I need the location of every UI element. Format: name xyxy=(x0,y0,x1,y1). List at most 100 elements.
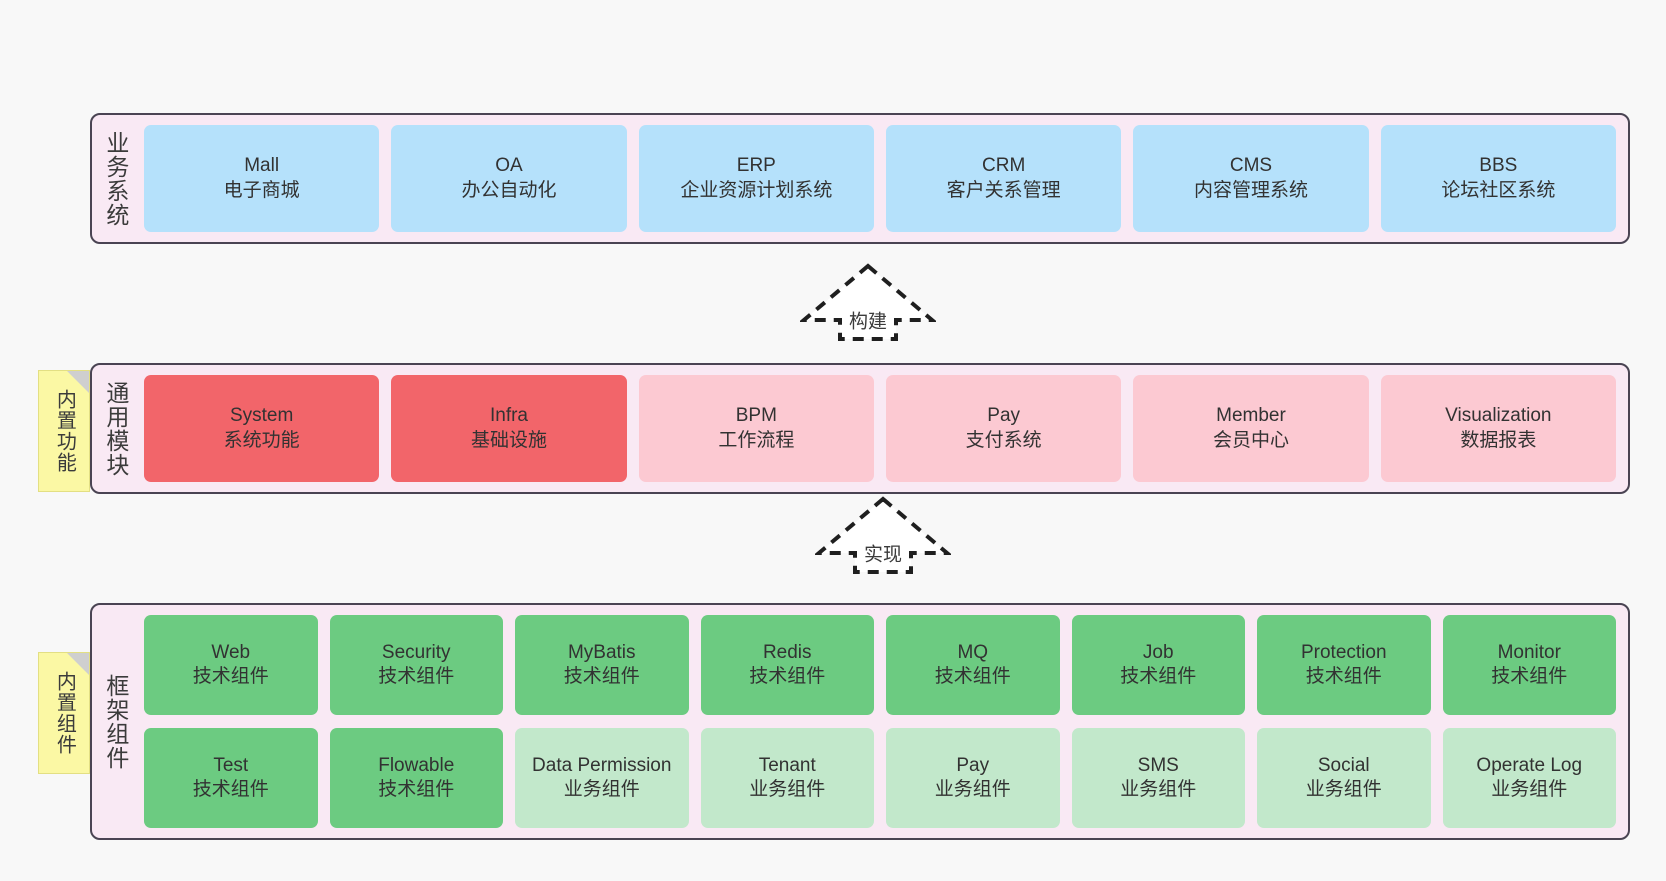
module-box-title: BBS xyxy=(1479,155,1518,177)
component-box-web[interactable]: Web 技术组件 xyxy=(144,615,318,715)
module-box-crm[interactable]: CRM 客户关系管理 xyxy=(885,125,1122,232)
module-box-subtitle: 办公自动化 xyxy=(461,179,557,201)
layer-common-modules: 通用模块 System 系统功能 Infra 基础设施 BPM 工作流程 Pay… xyxy=(90,363,1630,494)
module-box-subtitle: 基础设施 xyxy=(470,429,547,451)
component-box-title: Protection xyxy=(1300,641,1387,663)
module-box-oa[interactable]: OA 办公自动化 xyxy=(391,125,627,232)
component-box-mq[interactable]: MQ 技术组件 xyxy=(886,615,1060,715)
sticky-note-label: 内置功能 xyxy=(53,389,76,473)
component-box-data-permission[interactable]: Data Permission 业务组件 xyxy=(515,728,689,828)
component-box-subtitle: 技术组件 xyxy=(1120,666,1197,687)
component-box-subtitle: 业务组件 xyxy=(1491,779,1568,800)
module-box-title: BPM xyxy=(735,405,777,427)
sticky-note-builtin-components: 内置组件 xyxy=(38,652,90,774)
component-box-subtitle: 业务组件 xyxy=(749,779,826,800)
component-box-subtitle: 技术组件 xyxy=(749,666,826,687)
layer-framework-components: 框架组件 Web 技术组件 Security 技术组件 MyBatis 技术组件… xyxy=(90,603,1630,840)
module-box-bbs[interactable]: BBS 论坛社区系统 xyxy=(1380,125,1616,232)
component-box-title: Monitor xyxy=(1497,641,1561,663)
module-box-pay[interactable]: Pay 支付系统 xyxy=(885,375,1122,482)
component-box-flowable[interactable]: Flowable 技术组件 xyxy=(329,728,503,828)
note-fold-corner-icon xyxy=(67,371,89,393)
module-box-subtitle: 论坛社区系统 xyxy=(1441,179,1556,201)
module-box-subtitle: 支付系统 xyxy=(965,429,1042,451)
module-box-subtitle: 客户关系管理 xyxy=(946,179,1061,201)
component-box-test[interactable]: Test 技术组件 xyxy=(144,728,318,828)
component-box-title: Redis xyxy=(762,641,812,663)
component-box-subtitle: 业务组件 xyxy=(934,779,1011,800)
connector-build-label: 构建 xyxy=(848,311,888,333)
component-box-subtitle: 技术组件 xyxy=(563,666,640,687)
layer-body-business-systems: Mall 电子商城 OA 办公自动化 ERP 企业资源计划系统 CRM 客户关系… xyxy=(138,115,1628,242)
module-box-subtitle: 会员中心 xyxy=(1212,429,1289,451)
component-box-mybatis[interactable]: MyBatis 技术组件 xyxy=(515,615,689,715)
component-box-subtitle: 业务组件 xyxy=(1120,779,1197,800)
component-box-subtitle: 技术组件 xyxy=(378,779,455,800)
sticky-note-label: 内置组件 xyxy=(53,671,76,755)
component-box-title: MyBatis xyxy=(567,641,636,663)
module-box-title: System xyxy=(229,405,294,427)
module-box-title: CMS xyxy=(1229,155,1273,177)
layer-body-common-modules: System 系统功能 Infra 基础设施 BPM 工作流程 Pay 支付系统… xyxy=(138,365,1628,492)
module-box-title: Pay xyxy=(987,405,1021,427)
component-box-title: Tenant xyxy=(758,754,816,776)
module-box-title: Member xyxy=(1216,405,1286,427)
component-box-operate-log[interactable]: Operate Log 业务组件 xyxy=(1442,728,1616,828)
module-box-title: CRM xyxy=(982,155,1026,177)
component-box-subtitle: 技术组件 xyxy=(192,666,269,687)
module-box-title: Visualization xyxy=(1445,405,1552,427)
component-box-social[interactable]: Social 业务组件 xyxy=(1257,728,1431,828)
component-box-job[interactable]: Job 技术组件 xyxy=(1071,615,1245,715)
component-box-sms[interactable]: SMS 业务组件 xyxy=(1071,728,1245,828)
module-box-subtitle: 企业资源计划系统 xyxy=(680,179,833,201)
module-box-bpm[interactable]: BPM 工作流程 xyxy=(638,375,874,482)
component-box-subtitle: 技术组件 xyxy=(934,666,1011,687)
component-box-subtitle: 技术组件 xyxy=(1491,666,1568,687)
connector-realize-label: 实现 xyxy=(863,544,903,566)
module-box-erp[interactable]: ERP 企业资源计划系统 xyxy=(638,125,874,232)
component-box-title: Data Permission xyxy=(532,754,672,776)
component-box-pay[interactable]: Pay 业务组件 xyxy=(886,728,1060,828)
component-box-title: Operate Log xyxy=(1476,754,1583,776)
component-box-subtitle: 技术组件 xyxy=(378,666,455,687)
component-box-tenant[interactable]: Tenant 业务组件 xyxy=(700,728,874,828)
module-box-subtitle: 电子商城 xyxy=(223,179,300,201)
layer-title-common-modules: 通用模块 xyxy=(102,380,129,477)
module-box-cms[interactable]: CMS 内容管理系统 xyxy=(1133,125,1369,232)
component-box-title: MQ xyxy=(957,641,989,663)
layer-title-business-systems: 业务系统 xyxy=(102,130,129,227)
component-box-title: Social xyxy=(1317,754,1370,776)
component-box-subtitle: 业务组件 xyxy=(563,779,640,800)
component-box-monitor[interactable]: Monitor 技术组件 xyxy=(1442,615,1616,715)
module-box-title: Mall xyxy=(244,155,280,177)
component-box-redis[interactable]: Redis 技术组件 xyxy=(700,615,874,715)
module-box-system[interactable]: System 系统功能 xyxy=(144,375,380,482)
component-box-protection[interactable]: Protection 技术组件 xyxy=(1257,615,1431,715)
component-box-security[interactable]: Security 技术组件 xyxy=(329,615,503,715)
component-box-title: Security xyxy=(381,641,451,663)
module-box-subtitle: 系统功能 xyxy=(223,429,300,451)
module-box-mall[interactable]: Mall 电子商城 xyxy=(144,125,380,232)
sticky-note-builtin-features: 内置功能 xyxy=(38,370,90,492)
box-grid-common-modules: System 系统功能 Infra 基础设施 BPM 工作流程 Pay 支付系统… xyxy=(144,375,1616,482)
component-box-title: Pay xyxy=(956,754,990,776)
module-box-subtitle: 工作流程 xyxy=(718,429,795,451)
module-box-subtitle: 内容管理系统 xyxy=(1193,179,1308,201)
module-box-title: Infra xyxy=(489,405,528,427)
module-box-member[interactable]: Member 会员中心 xyxy=(1133,375,1369,482)
module-box-infra[interactable]: Infra 基础设施 xyxy=(391,375,627,482)
note-fold-corner-icon xyxy=(67,653,89,675)
component-box-subtitle: 技术组件 xyxy=(1305,666,1382,687)
component-box-title: Web xyxy=(211,641,251,663)
module-box-visualization[interactable]: Visualization 数据报表 xyxy=(1380,375,1616,482)
component-box-title: SMS xyxy=(1137,754,1179,776)
component-box-title: Test xyxy=(213,754,249,776)
component-box-subtitle: 技术组件 xyxy=(192,779,269,800)
component-box-title: Flowable xyxy=(378,754,455,776)
module-box-subtitle: 数据报表 xyxy=(1460,429,1537,451)
module-box-title: OA xyxy=(495,155,523,177)
layer-business-systems: 业务系统 Mall 电子商城 OA 办公自动化 ERP 企业资源计划系统 CRM… xyxy=(90,113,1630,244)
layer-title-framework-components: 框架组件 xyxy=(102,673,129,770)
layer-body-framework-components: Web 技术组件 Security 技术组件 MyBatis 技术组件 Redi… xyxy=(138,605,1628,838)
